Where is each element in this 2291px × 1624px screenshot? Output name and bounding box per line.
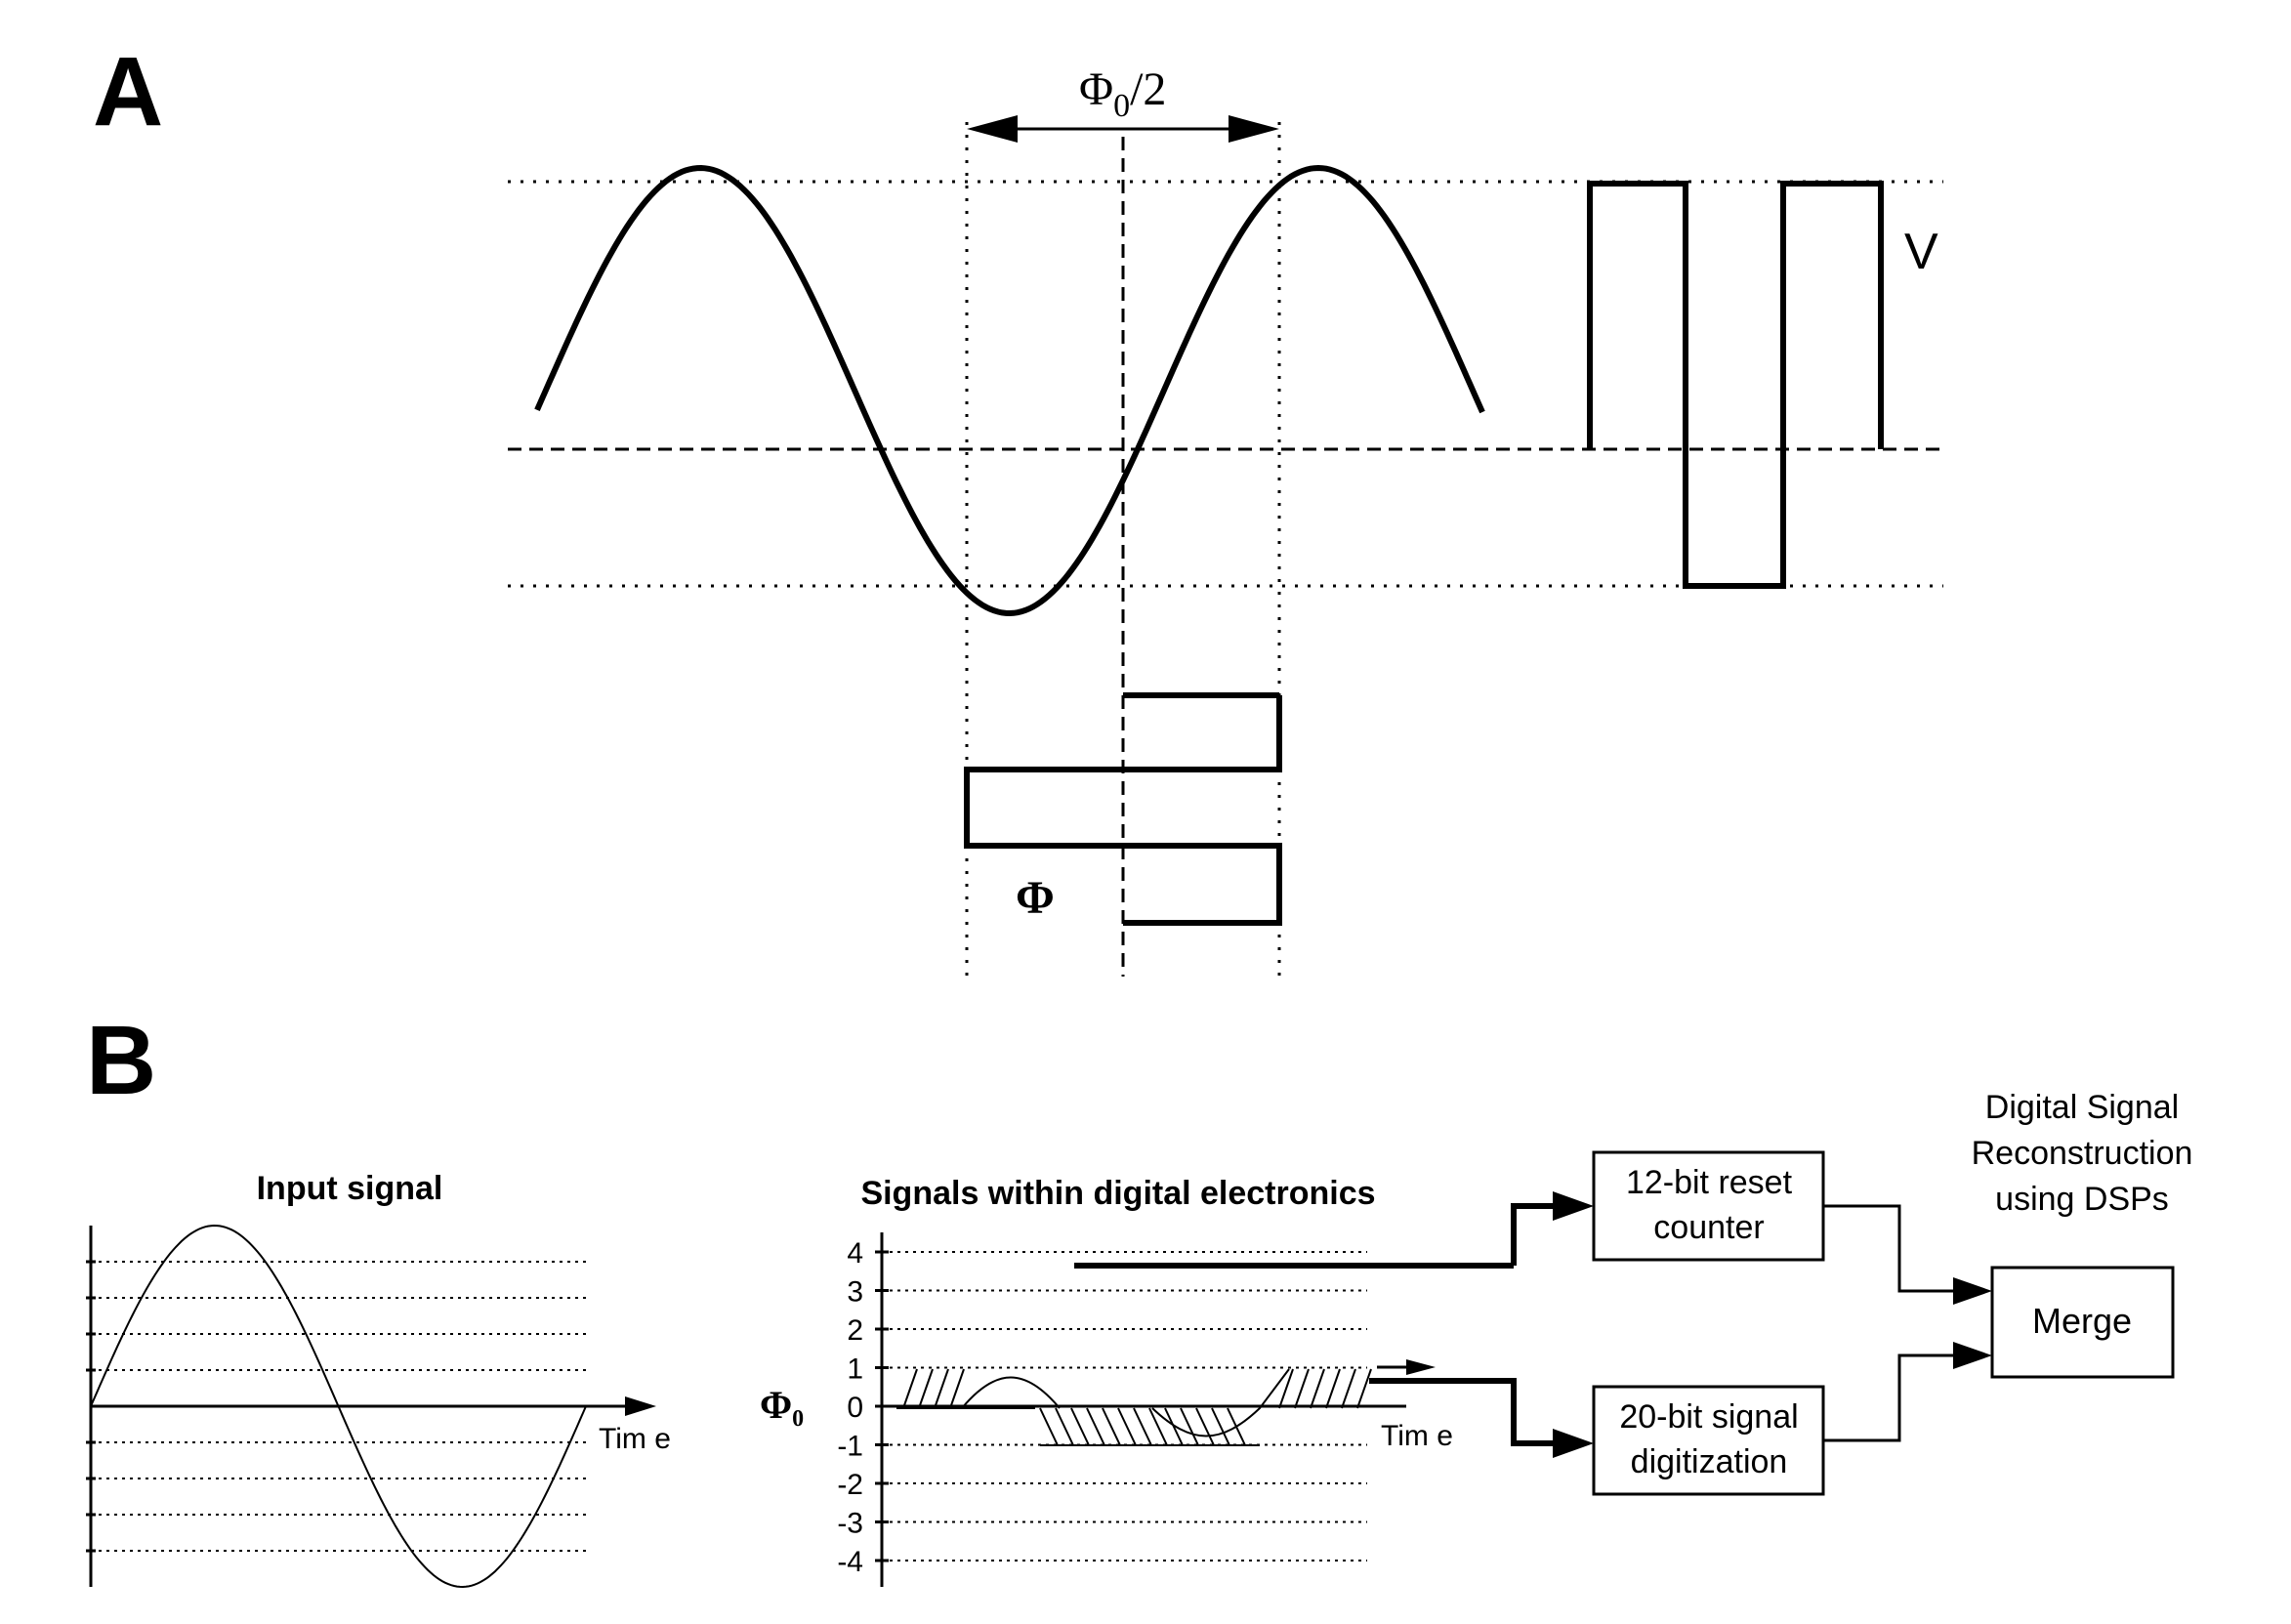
period-label: Φ0/2 (1079, 63, 1166, 124)
hatch-mark (1325, 1368, 1341, 1409)
flux-quantum-axis-label: Φ₀ (760, 1383, 804, 1427)
input-time-label: Tim e (599, 1423, 671, 1455)
flux-voltage-sine-curve (534, 164, 1485, 617)
digital-y-tick-label: 1 (847, 1353, 863, 1386)
flux-label: Φ (1016, 872, 1055, 924)
hatch-mark (949, 1368, 965, 1409)
hatch-mark (1341, 1368, 1356, 1409)
period-arrow (967, 115, 1279, 143)
hatch-marks-positive (902, 1368, 1372, 1409)
panel-a: A Φ0/2 V Φ (93, 37, 1943, 977)
digitization-to-merge-arrowhead (1953, 1342, 1992, 1369)
hatch-mark (918, 1368, 934, 1409)
digital-y-tick-label: 2 (847, 1314, 863, 1347)
residual-hatched-region (896, 1368, 1372, 1446)
digital-signal-title: Signals within digital electronics (860, 1175, 1375, 1212)
digital-y-tick-label: 0 (847, 1392, 863, 1424)
hatch-mark (1211, 1407, 1230, 1446)
digital-y-tick-label: -3 (837, 1508, 863, 1540)
hatch-mark (1180, 1407, 1199, 1446)
panel-a-letter: A (93, 37, 163, 146)
digital-y-tick-label: 4 (847, 1237, 863, 1270)
signal-digitization-label-line1: 20-bit signal (1619, 1398, 1798, 1436)
reset-counter-label-line2: counter (1653, 1209, 1764, 1246)
dsp-label-line2: Reconstruction (1972, 1135, 2193, 1172)
digital-y-tick-label: -1 (837, 1431, 863, 1463)
digital-time-arrowhead (1406, 1359, 1436, 1375)
panel-b-letter: B (86, 1006, 156, 1115)
hatch-mark (1195, 1407, 1215, 1446)
counter-connector-arrowhead (1553, 1191, 1594, 1221)
period-arrow-left-head (967, 115, 1018, 143)
hatch-mark (1102, 1407, 1121, 1446)
digital-y-tick-label: -4 (837, 1546, 863, 1578)
hatch-mark (934, 1368, 949, 1409)
input-signal-title: Input signal (257, 1170, 443, 1207)
hatch-mark (1055, 1407, 1074, 1446)
hatch-mark (1164, 1407, 1184, 1446)
hatch-mark (1039, 1407, 1059, 1446)
flux-square-wave (964, 692, 1282, 926)
residual-positive-bump (961, 1376, 1061, 1409)
hatch-mark (1133, 1407, 1152, 1446)
digital-time-label: Tim e (1381, 1420, 1453, 1452)
digital-signal-plot: Signals within digital electronics Φ₀ 4 3… (760, 1175, 1514, 1587)
period-arrow-right-head (1229, 115, 1279, 143)
reset-counter-label-line1: 12-bit reset (1626, 1164, 1793, 1201)
hatch-mark (1356, 1368, 1372, 1409)
hatch-marks-negative (1039, 1407, 1260, 1446)
hatch-mark (1294, 1368, 1310, 1409)
digital-y-tick-labels: 4 3 2 1 0 -1 -2 -3 -4 (837, 1237, 863, 1578)
hatch-mark (1227, 1407, 1246, 1446)
signal-digitization-label-line2: digitization (1631, 1443, 1788, 1480)
hatch-mark (1117, 1407, 1137, 1446)
digital-y-tick-label: 3 (847, 1276, 863, 1309)
digital-y-tick-label: -2 (837, 1469, 863, 1501)
digitization-to-merge-connector (1823, 1353, 1953, 1442)
input-signal-curve (90, 1224, 587, 1589)
dsp-label-line1: Digital Signal (1985, 1089, 2179, 1126)
panel-b: B Input signal Tim e Signals within digi… (86, 1006, 2193, 1589)
dsp-label-line3: using DSPs (1995, 1181, 2169, 1218)
counter-connector (1511, 1203, 1562, 1266)
hatch-mark (1086, 1407, 1105, 1446)
digitization-connector (1369, 1378, 1562, 1446)
voltage-label: V (1904, 224, 1938, 280)
digitization-connector-arrowhead (1553, 1429, 1594, 1458)
input-signal-plot: Input signal Tim e (86, 1170, 671, 1589)
counter-to-merge-arrowhead (1953, 1277, 1992, 1305)
merge-box (1990, 1266, 2175, 1379)
hatch-mark (1148, 1407, 1168, 1446)
hatch-mark (902, 1368, 918, 1409)
processing-flow: 12-bit reset counter 20-bit signal digit… (1369, 1089, 2193, 1496)
hatch-mark (1278, 1368, 1294, 1409)
merge-label: Merge (2032, 1301, 2132, 1341)
input-time-arrowhead (625, 1396, 656, 1416)
hatch-mark (1310, 1368, 1325, 1409)
hatch-mark (1070, 1407, 1090, 1446)
counter-to-merge-connector (1823, 1204, 1953, 1293)
voltage-square-wave (1587, 181, 1884, 589)
